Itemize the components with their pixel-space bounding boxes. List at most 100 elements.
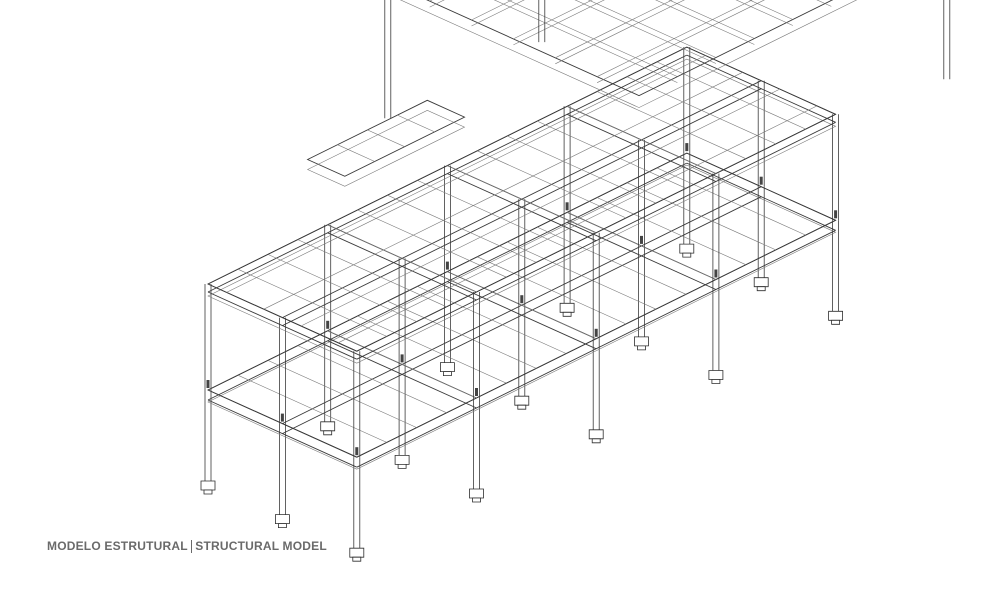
- floor-1-joist: [388, 301, 537, 368]
- connection-node: [355, 447, 359, 456]
- connection-node: [834, 210, 838, 219]
- canopy-joist: [367, 130, 404, 147]
- column-base: [709, 371, 723, 380]
- floor-1-joist: [238, 375, 387, 442]
- roof-cross-beam-lower: [580, 0, 831, 6]
- floor-2-joist: [507, 136, 656, 203]
- connection-node: [759, 176, 763, 185]
- floor-2-joist: [477, 151, 626, 218]
- connection-node: [594, 328, 598, 337]
- column-base: [829, 311, 843, 320]
- canopy-joist: [397, 115, 434, 132]
- connection-node: [280, 413, 284, 422]
- column-base-plate: [473, 498, 481, 502]
- roof-long-beam-lower: [513, 0, 821, 45]
- column-base-plate: [204, 490, 212, 494]
- column-base: [321, 422, 335, 431]
- floor-1-joist: [477, 257, 626, 324]
- floor-1-joist: [268, 360, 417, 427]
- canopy-outline-lower: [308, 110, 465, 186]
- connection-node: [520, 295, 524, 304]
- column-base-plate: [832, 320, 840, 324]
- canopy-outline: [308, 100, 465, 176]
- column-base: [395, 455, 409, 464]
- roof-long-beam-lower: [555, 0, 863, 64]
- floor-1-joist: [537, 227, 686, 294]
- column-base: [275, 515, 289, 524]
- roof-long-beam: [513, 0, 821, 39]
- floor-2-joist: [537, 121, 686, 188]
- column-base-plate: [683, 253, 691, 257]
- drawing-caption: MODELO ESTRUTURAL STRUCTURAL MODEL: [47, 539, 327, 553]
- roof-long-beam: [597, 0, 905, 77]
- roof-cross-beam-lower: [542, 0, 793, 26]
- floor-2-outline-lower: [208, 59, 836, 363]
- connection-node: [714, 269, 718, 278]
- floor-2-joist: [298, 240, 447, 307]
- roof-outline-lower: [388, 0, 947, 108]
- connection-node: [565, 202, 569, 211]
- column-base-plate: [324, 431, 332, 435]
- floor-2-long-beam-lower: [208, 55, 687, 292]
- floor-1-long-beam-lower: [282, 197, 761, 434]
- column-base: [470, 489, 484, 498]
- floor-2-joist: [447, 166, 596, 233]
- connection-node: [640, 235, 643, 244]
- column-base: [560, 303, 574, 312]
- roof-cross-beam-lower: [465, 0, 716, 64]
- column-base-plate: [278, 524, 286, 528]
- floor-2-joist: [657, 62, 806, 129]
- caption-portuguese: MODELO ESTRUTURAL: [47, 539, 188, 553]
- column-base: [754, 278, 768, 287]
- connection-node: [206, 380, 210, 388]
- floor-2-joist: [268, 254, 417, 321]
- column-base-plate: [518, 405, 526, 409]
- floor-2-long-beam-lower: [357, 122, 836, 359]
- floor-2-joist: [238, 269, 387, 336]
- column-base: [589, 430, 603, 439]
- connection-node: [475, 388, 478, 396]
- floor-1-joist: [298, 346, 447, 413]
- floor-1-joist: [358, 316, 507, 383]
- roof-long-beam-lower: [472, 0, 780, 26]
- connection-node: [400, 354, 404, 363]
- roof-long-beam: [430, 0, 738, 1]
- column-base: [440, 363, 454, 372]
- connection-node: [445, 261, 449, 270]
- column-base: [201, 481, 215, 490]
- floor-1-joist: [418, 286, 567, 353]
- floor-2-joist: [418, 180, 567, 247]
- column-base: [680, 244, 694, 253]
- floor-2-purlin: [264, 72, 743, 309]
- roof-cross-beam: [542, 0, 793, 20]
- roof-long-beam: [555, 0, 863, 58]
- floor-2-purlin: [227, 56, 706, 293]
- column-base-plate: [353, 557, 361, 561]
- floor-1-joist: [657, 168, 806, 235]
- column-base-plate: [443, 372, 451, 376]
- roof-cross-beam: [503, 0, 754, 39]
- floor-1-outline-lower: [208, 165, 836, 469]
- floor-1-long-beam: [208, 153, 687, 390]
- floor-1-joist: [507, 242, 656, 309]
- steel-frame: [201, 0, 950, 561]
- caption-separator: [190, 539, 193, 553]
- connection-node: [326, 320, 330, 329]
- column-base-plate: [757, 287, 765, 291]
- floor-1-joist: [627, 183, 776, 250]
- floor-1-long-beam-lower: [208, 163, 687, 400]
- roof-outline: [388, 0, 947, 96]
- floor-2-joist: [328, 225, 477, 292]
- column-base: [350, 548, 364, 557]
- column-base-plate: [592, 439, 600, 443]
- floor-1-joist: [447, 272, 596, 339]
- floor-2-long-beam-lower: [282, 89, 761, 326]
- roof-cross-beam-lower: [503, 0, 754, 45]
- column-base-plate: [712, 380, 720, 384]
- floor-2-purlin: [338, 106, 817, 343]
- floor-1-long-beam-lower: [357, 230, 836, 467]
- floor-2-joist: [597, 92, 746, 159]
- column-base-plate: [398, 464, 406, 468]
- column-base: [635, 337, 649, 346]
